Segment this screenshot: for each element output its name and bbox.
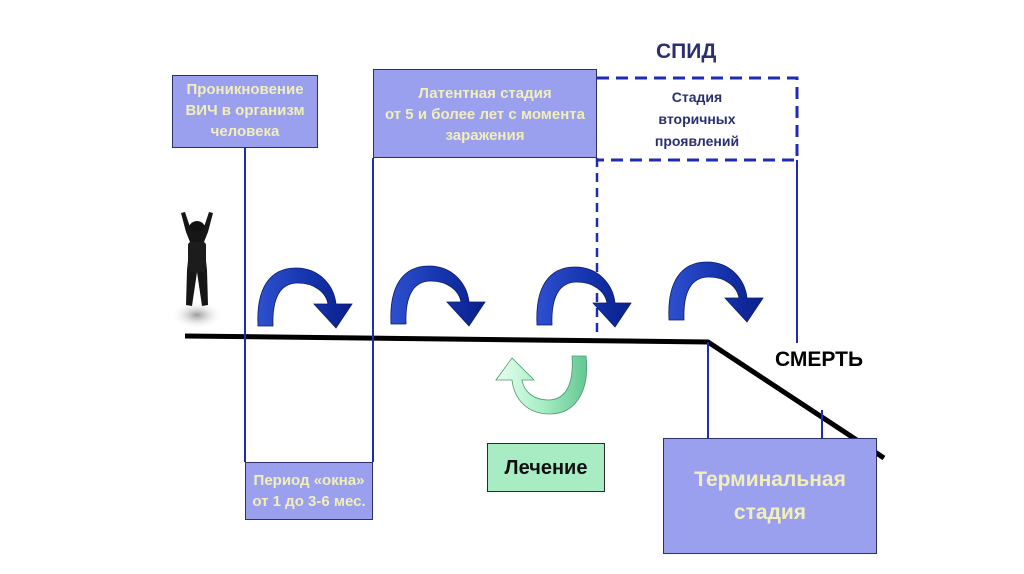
secondary-line-1: Стадия xyxy=(671,89,723,105)
penetration-line-2: ВИЧ в организм xyxy=(185,102,305,119)
secondary-line-2: вторичных xyxy=(658,111,736,127)
window-line-2: от 1 до 3-6 мес. xyxy=(252,493,366,510)
aids-title: СПИД xyxy=(656,40,717,63)
treatment-arrow-icon xyxy=(495,355,588,415)
treatment-box: Лечение xyxy=(487,443,605,492)
treatment-label: Лечение xyxy=(504,457,588,479)
latent-line-1: Латентная стадия xyxy=(418,85,552,102)
latent-stage-box: Латентная стадия от 5 и более лет с моме… xyxy=(373,69,597,158)
aids-dashed-frame xyxy=(597,76,799,162)
latent-line-3: заражения xyxy=(445,127,525,144)
secondary-line-3: проявлений xyxy=(654,133,740,149)
window-line-1: Период «окна» xyxy=(253,472,365,489)
penetration-stage-box: Проникновение ВИЧ в организм человека xyxy=(172,75,318,148)
latent-line-2: от 5 и более лет с момента xyxy=(385,106,585,123)
window-period-box: Период «окна» от 1 до 3-6 мес. xyxy=(245,462,373,520)
progression-arrow-2 xyxy=(390,265,486,327)
terminal-stage-box: Терминальная стадия xyxy=(663,438,877,554)
penetration-line-3: человека xyxy=(210,123,280,140)
progression-arrow-1 xyxy=(257,267,353,329)
secondary-stage-text: Стадия вторичных проявлений xyxy=(600,86,794,152)
human-figure-icon xyxy=(171,212,223,329)
progression-arrow-3 xyxy=(536,266,632,328)
progression-arrow-4 xyxy=(668,261,764,323)
death-label: СМЕРТЬ xyxy=(775,348,864,371)
terminal-line-2: стадия xyxy=(733,501,807,524)
terminal-line-1: Терминальная xyxy=(694,468,846,491)
penetration-line-1: Проникновение xyxy=(186,81,304,98)
